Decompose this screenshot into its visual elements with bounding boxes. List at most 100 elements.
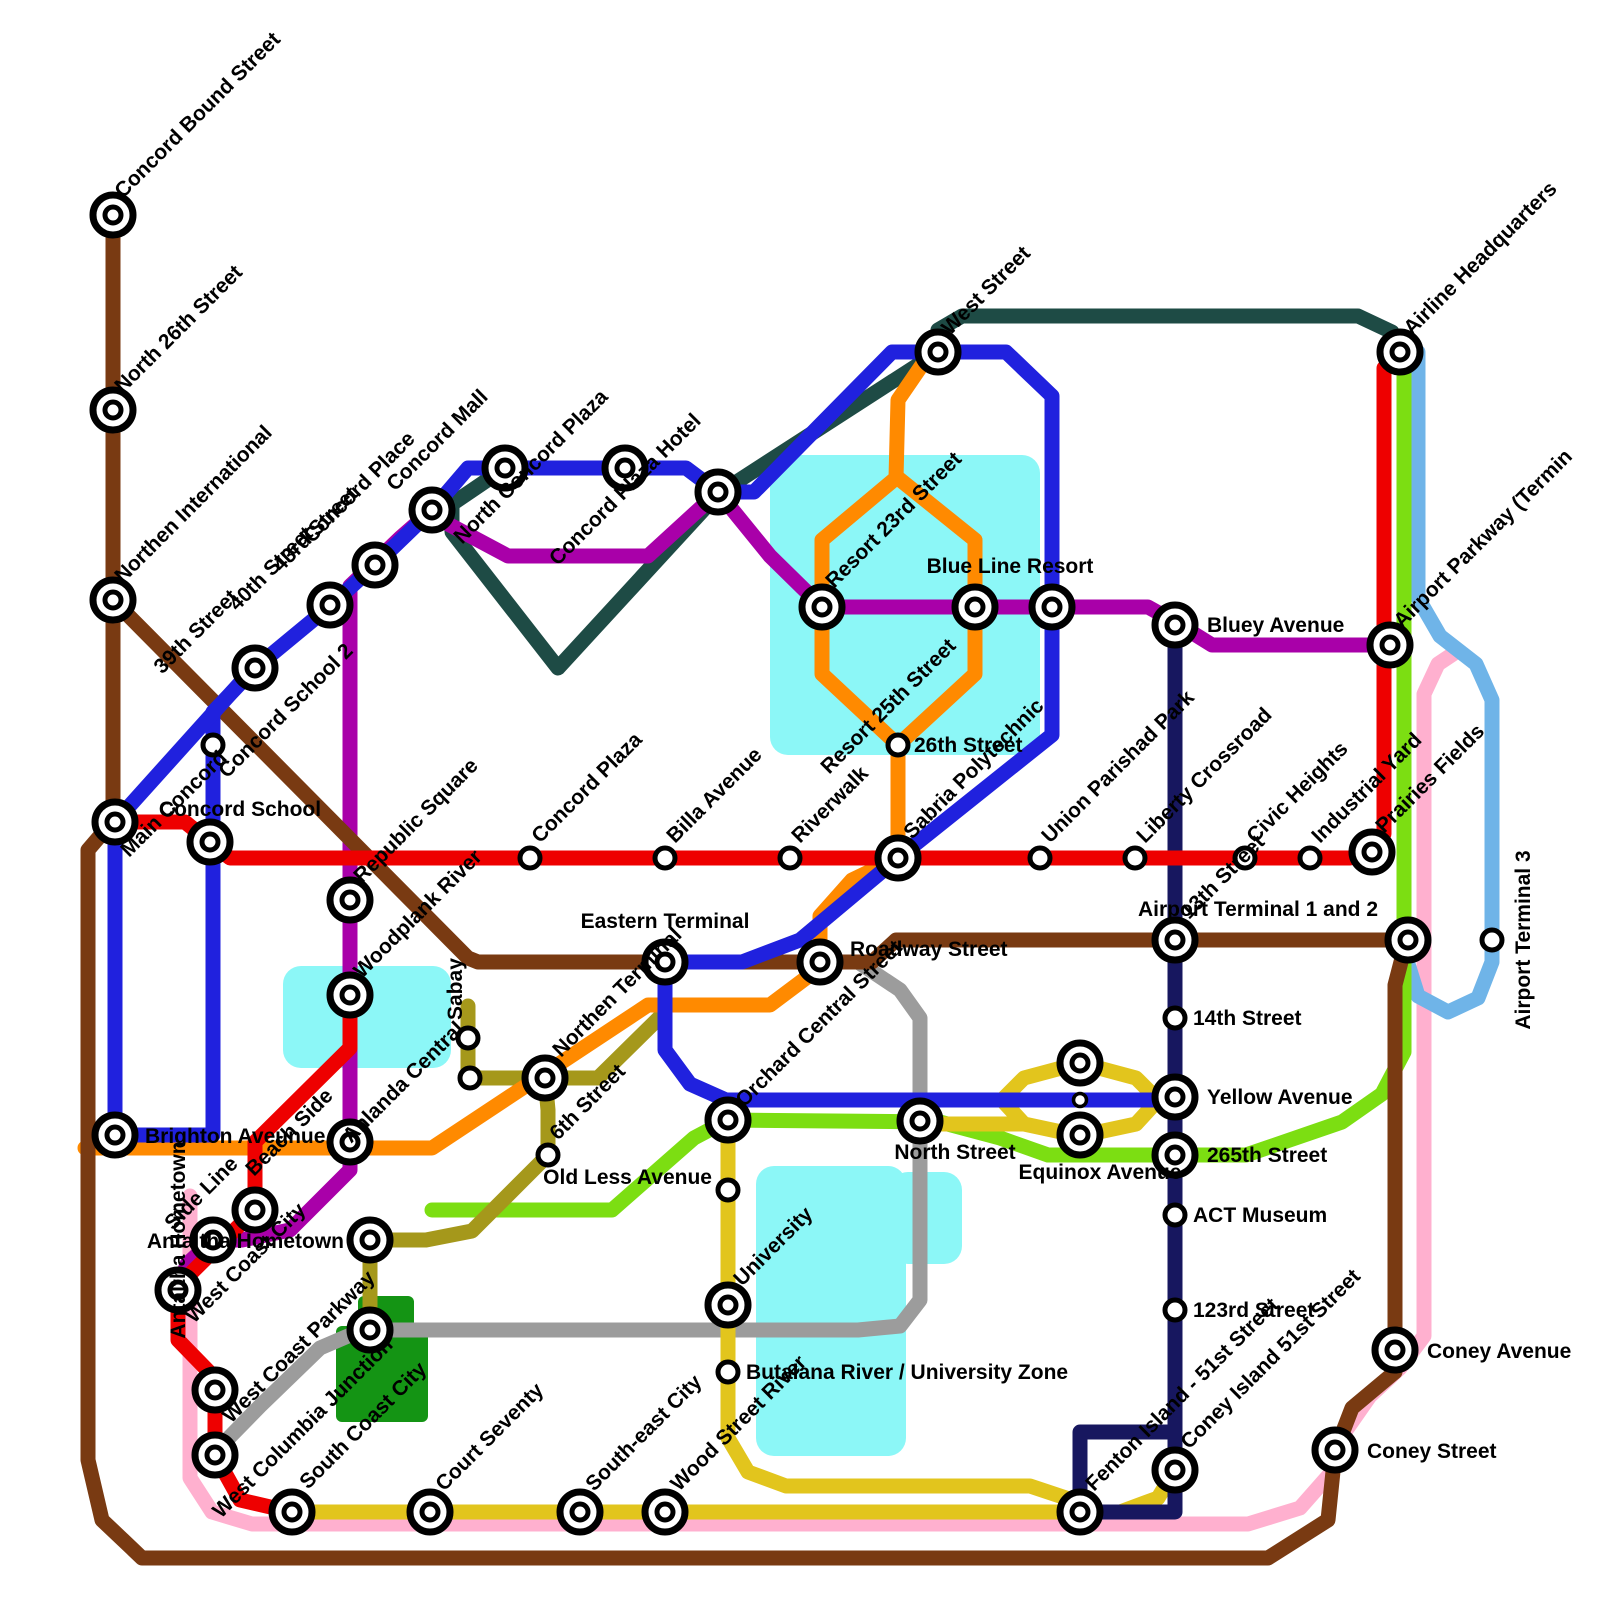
station-butalana-river-university-zone <box>715 1359 741 1385</box>
station-marker-inner <box>1164 929 1186 951</box>
station-label-sabay: Sabay <box>444 958 467 1020</box>
station-marker-inner <box>494 457 516 479</box>
station-eastern-terminal <box>641 938 689 986</box>
station-marker <box>652 845 678 871</box>
station-marker-inner <box>1397 929 1419 951</box>
station-marker-inner <box>569 1501 591 1523</box>
station-label-14th-street: 14th Street <box>1193 1007 1302 1030</box>
station-label-concord-bound-street: Concord Bound Street <box>110 28 285 203</box>
station-13th-street <box>1151 916 1199 964</box>
station-marker <box>1027 845 1053 871</box>
station-label-blue-line-resort: Blue Line Resort <box>927 555 1094 578</box>
station-antaltha-hometown <box>189 1216 237 1264</box>
station-west-street <box>914 328 962 376</box>
water-area <box>756 1166 906 1456</box>
station-coney-street <box>1311 1426 1359 1474</box>
station-marker-inner <box>419 1501 441 1523</box>
station-43rd-street <box>351 541 399 589</box>
station-marker-inner <box>339 984 361 1006</box>
station-marker-inner <box>339 889 361 911</box>
station-coney-island-51st-street <box>1151 1446 1199 1494</box>
station-side-line <box>231 1186 279 1234</box>
station-antaltha-hometown <box>346 1216 394 1264</box>
station-marker <box>1162 1005 1188 1031</box>
line-green-orchard <box>424 344 1412 1218</box>
station-beach-side <box>326 1118 374 1166</box>
station-marker-inner <box>809 951 831 973</box>
station-marker-inner <box>1389 341 1411 363</box>
station-label-coney-street: Coney Street <box>1367 1440 1497 1463</box>
station-marker-inner <box>909 1110 931 1132</box>
station-label-antaltha-hometown: Antaltha Hometown <box>147 1230 344 1253</box>
station-coney-avenue <box>1371 1326 1419 1374</box>
station-fenton-island-51st-street <box>1056 1488 1104 1536</box>
station-label-court-seventy: Court Seventy <box>431 1378 548 1495</box>
line-gray-coast <box>207 954 928 1460</box>
station-marker-inner <box>281 1501 303 1523</box>
station-marker-inner <box>359 1319 381 1341</box>
station-marker-inner <box>319 594 341 616</box>
station-label-yellow-avenue: Yellow Avenue <box>1207 1086 1353 1109</box>
station-anlanda-central <box>457 1065 483 1091</box>
station-civic-heights <box>1232 845 1258 871</box>
station-orchard-central-street <box>704 1096 752 1144</box>
station-west-coast-city <box>154 1266 202 1314</box>
station-west-coast-parkway <box>191 1366 239 1414</box>
station-marker-inner <box>364 554 386 576</box>
station-marker <box>535 1142 561 1168</box>
station-marker-inner <box>202 1229 224 1251</box>
station-label-west-street: West Street <box>937 242 1035 340</box>
station-prairies-fields <box>1348 828 1396 876</box>
station-label-north-26th-street: North 26th Street <box>110 261 247 398</box>
station-wood-street-river <box>641 1488 689 1536</box>
station-marker-inner <box>707 481 729 503</box>
station-marker-inner <box>244 1199 266 1221</box>
station-marker <box>777 845 803 871</box>
station-unnamed-62 <box>346 1306 394 1354</box>
station-marker-inner <box>1164 1086 1186 1108</box>
station-resort-23rd-street <box>798 583 846 631</box>
station-label-billa-avenue: Billa Avenue <box>662 743 766 847</box>
station-marker-inner <box>811 596 833 618</box>
station-roadway-street <box>796 938 844 986</box>
station-marker-inner <box>199 831 221 853</box>
station-marker <box>1232 845 1258 871</box>
station-label-brighton-aveunue: Brighton Aveunue <box>145 1125 325 1148</box>
station-39th-street <box>231 644 279 692</box>
station-concord-bound-street <box>89 191 137 239</box>
station-label-bluey-avenue: Bluey Avenue <box>1207 614 1344 637</box>
station-marker <box>517 845 543 871</box>
station-marker <box>1122 845 1148 871</box>
station-marker <box>457 1065 483 1091</box>
stations <box>89 191 1505 1536</box>
station-airport-terminal-3 <box>1479 927 1505 953</box>
station-marker-inner <box>1069 1124 1091 1146</box>
station-marker-inner <box>654 951 676 973</box>
station-concord-plaza-hotel <box>694 468 742 516</box>
station-265th-street <box>1151 1131 1199 1179</box>
station-marker-inner <box>204 1444 226 1466</box>
station-marker-inner <box>359 1229 381 1251</box>
water-area <box>283 966 451 1068</box>
station-blue-line-resort <box>1028 583 1076 631</box>
station-label-northen-international: Northen International <box>110 421 276 587</box>
station-marker <box>1479 927 1505 953</box>
station-industrial-yard <box>1297 845 1323 871</box>
station-label-265th-street: 265th Street <box>1207 1144 1327 1167</box>
station-label-roadway-street: Roadway Street <box>850 938 1008 961</box>
station-marker-inner <box>717 1109 739 1131</box>
station-act-museum <box>1162 1202 1188 1228</box>
station-label-equinox-avenue: Equinox Avenue <box>1019 1161 1182 1184</box>
station-6th-street <box>535 1142 561 1168</box>
station-label-eastern-terminal: Eastern Terminal <box>581 910 750 933</box>
station-university <box>704 1281 752 1329</box>
station-label-concord-plaza: Concord Plaza <box>527 728 647 848</box>
station-marker-inner <box>964 596 986 618</box>
station-concord-mall <box>481 444 529 492</box>
station-marker <box>1162 1297 1188 1323</box>
station-label-act-museum: ACT Museum <box>1193 1204 1327 1227</box>
station-label-concord-school: Concord School <box>159 798 321 821</box>
station-northen-terminal <box>521 1054 569 1102</box>
